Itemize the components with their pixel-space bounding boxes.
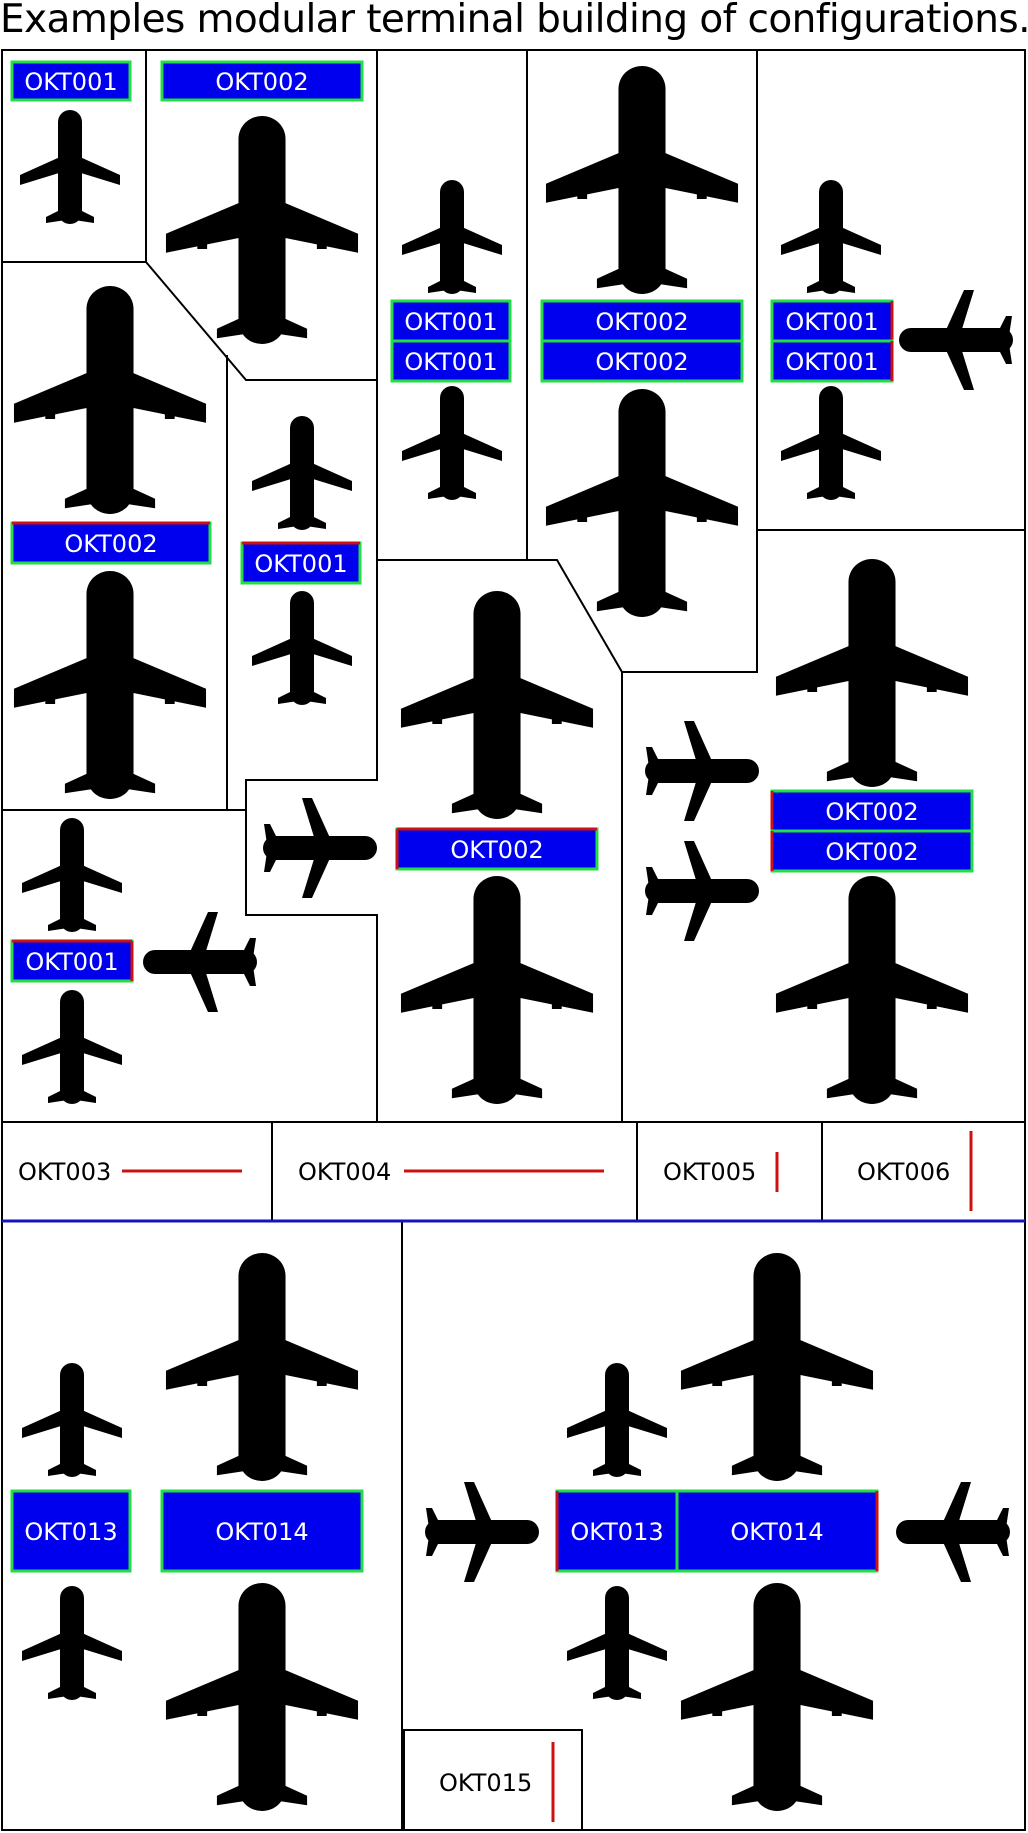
module-okt001: OKT001 [390, 299, 512, 343]
airplane-icon [22, 818, 122, 932]
module-label: OKT002 [450, 836, 543, 864]
module-okt014: OKT014 [160, 1489, 364, 1573]
module-okt013: OKT013 [555, 1489, 679, 1573]
legend-box-okt015 [403, 1729, 583, 1830]
airplane-icon [781, 386, 881, 500]
module-label: OKT014 [215, 1518, 308, 1546]
module-okt001: OKT001 [770, 339, 894, 383]
legend-label: OKT005 [663, 1158, 756, 1186]
legend-label: OKT004 [298, 1158, 391, 1186]
module-label: OKT002 [595, 348, 688, 376]
airplane-icon [22, 1363, 122, 1477]
airplane-icon [20, 110, 120, 224]
zone-divider [245, 380, 378, 1122]
airplane-icon [425, 1482, 539, 1582]
airplane-icon [400, 591, 594, 819]
airplane-icon [13, 571, 207, 799]
module-okt002: OKT002 [540, 299, 744, 343]
module-okt001: OKT001 [10, 60, 132, 102]
module-label: OKT001 [785, 348, 878, 376]
airplane-icon [22, 990, 122, 1104]
airplane-icon [400, 876, 594, 1104]
module-okt001: OKT001 [240, 541, 362, 585]
airplane-icon [567, 1363, 667, 1477]
module-label: OKT001 [404, 308, 497, 336]
airplane-icon [402, 180, 502, 294]
module-label: OKT001 [404, 348, 497, 376]
module-okt013: OKT013 [10, 1489, 132, 1573]
module-label: OKT001 [24, 68, 117, 96]
airplane-icon [545, 65, 739, 294]
airplane-icon [165, 1583, 359, 1811]
module-okt002: OKT002 [770, 789, 974, 833]
airplane-icon [165, 1253, 359, 1481]
module-okt014: OKT014 [675, 1489, 879, 1573]
module-label: OKT002 [595, 308, 688, 336]
module-label: OKT001 [25, 948, 118, 976]
airplane-icon [899, 290, 1013, 390]
airplane-icon [143, 912, 257, 1012]
airplane-icon [645, 841, 759, 941]
airplane-icon [567, 1586, 667, 1700]
module-okt001: OKT001 [10, 939, 134, 983]
legend-okt015: OKT015 [439, 1742, 555, 1822]
module-okt002: OKT002 [10, 521, 212, 565]
legend-okt003: OKT003 [18, 1158, 242, 1186]
airplane-icon [680, 1253, 874, 1481]
module-label: OKT013 [570, 1518, 663, 1546]
airplane-icon [775, 876, 969, 1104]
legend-label: OKT006 [857, 1158, 950, 1186]
airplane-icon [252, 591, 352, 705]
airplane-icon [13, 286, 207, 514]
airplane-icon [680, 1583, 874, 1811]
airplane-icon [252, 416, 352, 530]
airplane-icon [22, 1586, 122, 1700]
module-label: OKT001 [254, 550, 347, 578]
outer-frame [1, 49, 1026, 1831]
module-okt002: OKT002 [160, 60, 364, 102]
outlines [1, 49, 1026, 1831]
module-okt002: OKT002 [395, 827, 599, 871]
module-okt001: OKT001 [390, 339, 512, 383]
module-okt001: OKT001 [770, 299, 894, 343]
legend-okt006: OKT006 [857, 1131, 973, 1211]
legend-okt005: OKT005 [663, 1152, 779, 1192]
module-okt002: OKT002 [770, 829, 974, 873]
module-okt002: OKT002 [540, 339, 744, 383]
airplane-icon [263, 798, 377, 898]
module-label: OKT002 [825, 798, 918, 826]
airplane-icon [781, 180, 881, 294]
legend-okt004: OKT004 [298, 1158, 604, 1186]
airplane-icon [645, 721, 759, 821]
module-label: OKT002 [825, 838, 918, 866]
legend-label: OKT015 [439, 1769, 532, 1797]
airplane-icon [545, 389, 739, 617]
module-label: OKT002 [215, 68, 308, 96]
diagram-title: Examples modular terminal building of co… [0, 0, 1028, 42]
airplane-icon [896, 1482, 1010, 1582]
airplane-icon [165, 115, 359, 344]
module-label: OKT001 [785, 308, 878, 336]
module-label: OKT014 [730, 1518, 823, 1546]
airplane-icon [402, 386, 502, 500]
module-label: OKT013 [24, 1518, 117, 1546]
legend-label: OKT003 [18, 1158, 111, 1186]
airplane-icon [775, 559, 969, 787]
module-label: OKT002 [64, 530, 157, 558]
zone-divider [2, 50, 378, 381]
